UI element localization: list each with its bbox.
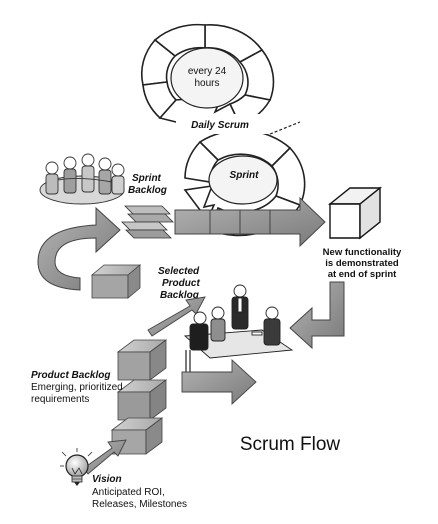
meeting-illustration — [183, 284, 294, 380]
vision-title: Vision — [92, 474, 122, 485]
sprint-backlog-line1: Sprint — [132, 173, 162, 184]
daily-scrum-label: Daily Scrum — [191, 120, 249, 131]
vision-label-group: Vision Anticipated ROI, Releases, Milest… — [92, 474, 187, 510]
vision-line2: Releases, Milestones — [92, 499, 187, 510]
cycle-text-line2: hours — [194, 78, 219, 89]
increment-line3: at end of sprint — [328, 269, 397, 280]
selected-product-backlog-box: Selected Product Backlog — [90, 264, 200, 301]
selected-product-backlog-line2: Product — [162, 278, 200, 289]
sprint-band-arrow — [174, 196, 326, 248]
product-backlog-line2: requirements — [31, 394, 89, 405]
product-backlog-stack: Product Backlog Emerging, prioritized re… — [31, 339, 168, 455]
sprint-label: Sprint — [230, 170, 260, 181]
product-backlog-title: Product Backlog — [31, 370, 110, 381]
daily-scrum-cycle: every 24 hours — [140, 23, 275, 129]
increment-line2: is demonstrated — [325, 258, 399, 269]
increment-cube: New functionality is demonstrated at end… — [323, 186, 402, 280]
selected-product-backlog-line3: Backlog — [160, 290, 199, 301]
lightbulb-icon — [60, 448, 93, 486]
diagram-title: Scrum Flow — [240, 434, 341, 455]
selected-product-backlog-line1: Selected — [158, 266, 200, 277]
vision-arrow — [83, 439, 127, 475]
team-group-illustration — [39, 153, 125, 205]
product-backlog-line1: Emerging, prioritized — [31, 382, 123, 393]
review-arrow — [289, 281, 345, 350]
vision-line1: Anticipated ROI, — [92, 487, 165, 498]
return-arrow — [37, 206, 121, 291]
sprint-backlog-stack: Sprint Backlog — [121, 173, 174, 239]
cycle-text-line1: every 24 — [188, 66, 227, 77]
selection-arrow — [147, 296, 206, 337]
planning-arrow — [181, 358, 257, 406]
sprint-backlog-line2: Backlog — [128, 185, 167, 196]
daily-scrum-label-group: Daily Scrum — [176, 114, 301, 135]
increment-line1: New functionality — [323, 247, 402, 258]
